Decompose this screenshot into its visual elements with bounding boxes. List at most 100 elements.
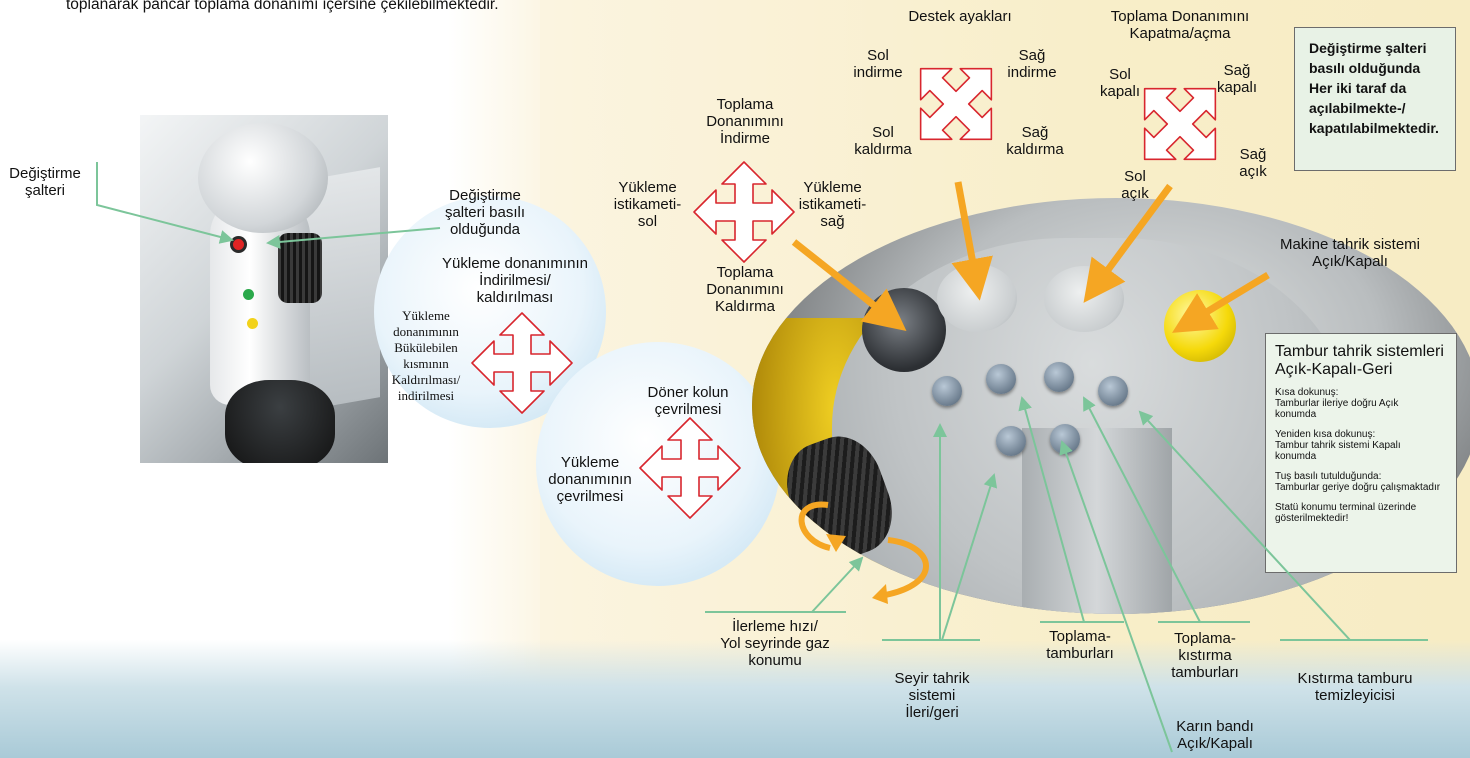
cross1-right-line: Yükleme bbox=[785, 179, 880, 196]
bubble1-title: Yükleme donanımının İndirilmesi/ kaldırı… bbox=[420, 255, 610, 306]
cross3-top-right: Sağ kapalı bbox=[1202, 62, 1272, 96]
four-way-arrow-icon bbox=[694, 162, 794, 262]
cross1-left-line: Yükleme bbox=[600, 179, 695, 196]
cross3-line: açık bbox=[1100, 185, 1170, 202]
bubble1-side-line: kısmının bbox=[380, 356, 472, 372]
cross1-left-line: sol bbox=[600, 213, 695, 230]
leader-cleaner bbox=[1140, 412, 1350, 640]
bubble1-side-line: Bükülebilen bbox=[380, 340, 472, 356]
cross1-top: Toplama Donanımını İndirme bbox=[690, 96, 800, 147]
bubble1-side-line: Kaldırılması/ bbox=[380, 372, 472, 388]
cross2-line: Sağ bbox=[990, 124, 1080, 141]
leader-travel-2 bbox=[942, 475, 994, 640]
pickup-squeeze-line: Toplama- bbox=[1155, 630, 1255, 647]
switch-label: Değiştirme şalteri bbox=[0, 165, 90, 199]
cross3-line: Sol bbox=[1085, 66, 1155, 83]
four-way-arrow-icon bbox=[640, 418, 740, 518]
pickup-squeeze-line: kıstırma bbox=[1155, 647, 1255, 664]
cross1-left-line: istikameti- bbox=[600, 196, 695, 213]
cross3-line: açık bbox=[1218, 163, 1288, 180]
bubble2-side-line: çevrilmesi bbox=[535, 488, 645, 505]
bubble1-side-line: donanımının bbox=[380, 324, 472, 340]
pickup-drums-label: Toplama- tamburları bbox=[1030, 628, 1130, 662]
cross3-line: Sağ bbox=[1218, 146, 1288, 163]
rotation-arrow-head bbox=[872, 584, 888, 604]
cross1-bottom-line: Donanımını bbox=[690, 281, 800, 298]
cross1-right-line: sağ bbox=[785, 213, 880, 230]
rotation-arrow-icon bbox=[802, 505, 830, 548]
switch-pressed-line: olduğunda bbox=[425, 221, 545, 238]
bubble2-side: Yükleme donanımının çevrilmesi bbox=[535, 454, 645, 505]
leader-speed bbox=[812, 558, 862, 612]
bubble2-side-line: donanımının bbox=[535, 471, 645, 488]
cross1-right: Yükleme istikameti- sağ bbox=[785, 179, 880, 230]
pickup-squeeze-line: tamburları bbox=[1155, 664, 1255, 681]
travel-line: Seyir tahrik bbox=[882, 670, 982, 687]
speed-line: Yol seyrinde gaz bbox=[700, 635, 850, 652]
bubble1-title-line: kaldırılması bbox=[420, 289, 610, 306]
switch-pressed-label: Değiştirme şalteri basılı olduğunda bbox=[425, 187, 545, 238]
switch-label-line: Değiştirme bbox=[0, 165, 90, 182]
cross1-bottom-line: Kaldırma bbox=[690, 298, 800, 315]
squeeze-cleaner-line: Kıstırma tamburu bbox=[1280, 670, 1430, 687]
speed-line: konumu bbox=[700, 652, 850, 669]
pickup-line: Toplama- bbox=[1030, 628, 1130, 645]
bubble2-side-line: Yükleme bbox=[535, 454, 645, 471]
cross3-bottom-right: Sağ açık bbox=[1218, 146, 1288, 180]
cross3-line: kapalı bbox=[1085, 83, 1155, 100]
cross1-bottom: Toplama Donanımını Kaldırma bbox=[690, 264, 800, 315]
cross1-right-line: istikameti- bbox=[785, 196, 880, 213]
bubble1-title-line: İndirilmesi/ bbox=[420, 272, 610, 289]
pickup-line: tamburları bbox=[1030, 645, 1130, 662]
leader-switch-pressed bbox=[268, 228, 440, 243]
cross1-top-line: İndirme bbox=[690, 130, 800, 147]
travel-line: sistemi bbox=[882, 687, 982, 704]
cross2-top-right: Sağ indirme bbox=[992, 47, 1072, 81]
cross3-line: Sol bbox=[1100, 168, 1170, 185]
leader-belt bbox=[1062, 442, 1172, 752]
travel-line: İleri/geri bbox=[882, 704, 982, 721]
four-way-arrow-icon bbox=[472, 313, 572, 413]
rotation-arrow-icon bbox=[880, 540, 926, 596]
speed-label: İlerleme hızı/ Yol seyrinde gaz konumu bbox=[700, 618, 850, 669]
leader-switch bbox=[97, 162, 232, 240]
cross2-line: indirme bbox=[838, 64, 918, 81]
cross2-bottom-right: Sağ kaldırma bbox=[990, 124, 1080, 158]
cross2-line: Sağ bbox=[992, 47, 1072, 64]
cross2-bottom-left: Sol kaldırma bbox=[838, 124, 928, 158]
machine-drive-line: Açık/Kapalı bbox=[1260, 253, 1440, 270]
cross1-top-line: Donanımını bbox=[690, 113, 800, 130]
machine-drive-label: Makine tahrik sistemi Açık/Kapalı bbox=[1260, 236, 1440, 270]
pickup-squeeze-label: Toplama- kıstırma tamburları bbox=[1155, 630, 1255, 681]
machine-drive-line: Makine tahrik sistemi bbox=[1260, 236, 1440, 253]
switch-label-line: şalteri bbox=[0, 182, 90, 199]
bubble2-title: Döner kolun çevrilmesi bbox=[628, 384, 748, 418]
cross2-line: Sol bbox=[838, 124, 928, 141]
cross2-line: kaldırma bbox=[990, 141, 1080, 158]
cross3-title: Toplama Donanımını Kapatma/açma bbox=[1090, 8, 1270, 42]
travel-drive-label: Seyir tahrik sistemi İleri/geri bbox=[882, 670, 982, 721]
bubble1-side-line: indirilmesi bbox=[380, 388, 472, 404]
cross3-top-left: Sol kapalı bbox=[1085, 66, 1155, 100]
orange-pointer-arrow bbox=[1190, 275, 1268, 322]
cross3-title-line: Toplama Donanımını bbox=[1090, 8, 1270, 25]
bubble1-side: Yükleme donanımının Bükülebilen kısmının… bbox=[380, 308, 472, 404]
belt-line: Açık/Kapalı bbox=[1160, 735, 1270, 752]
cross2-line: indirme bbox=[992, 64, 1072, 81]
squeeze-cleaner-line: temizleyicisi bbox=[1280, 687, 1430, 704]
cross1-top-line: Toplama bbox=[690, 96, 800, 113]
belt-line: Karın bandı bbox=[1160, 718, 1270, 735]
orange-pointer-arrow bbox=[794, 242, 890, 318]
switch-pressed-line: Değiştirme bbox=[425, 187, 545, 204]
cross3-bottom-left: Sol açık bbox=[1100, 168, 1170, 202]
bubble1-side-line: Yükleme bbox=[380, 308, 472, 324]
switch-pressed-line: şalteri basılı bbox=[425, 204, 545, 221]
cross2-line: Sol bbox=[838, 47, 918, 64]
cross3-line: kapalı bbox=[1202, 79, 1272, 96]
cross1-left: Yükleme istikameti- sol bbox=[600, 179, 695, 230]
bubble2-title-line: Döner kolun bbox=[628, 384, 748, 401]
speed-line: İlerleme hızı/ bbox=[700, 618, 850, 635]
leader-pickup bbox=[1022, 398, 1084, 622]
squeeze-cleaner-label: Kıstırma tamburu temizleyicisi bbox=[1280, 670, 1430, 704]
cross3-title-line: Kapatma/açma bbox=[1090, 25, 1270, 42]
